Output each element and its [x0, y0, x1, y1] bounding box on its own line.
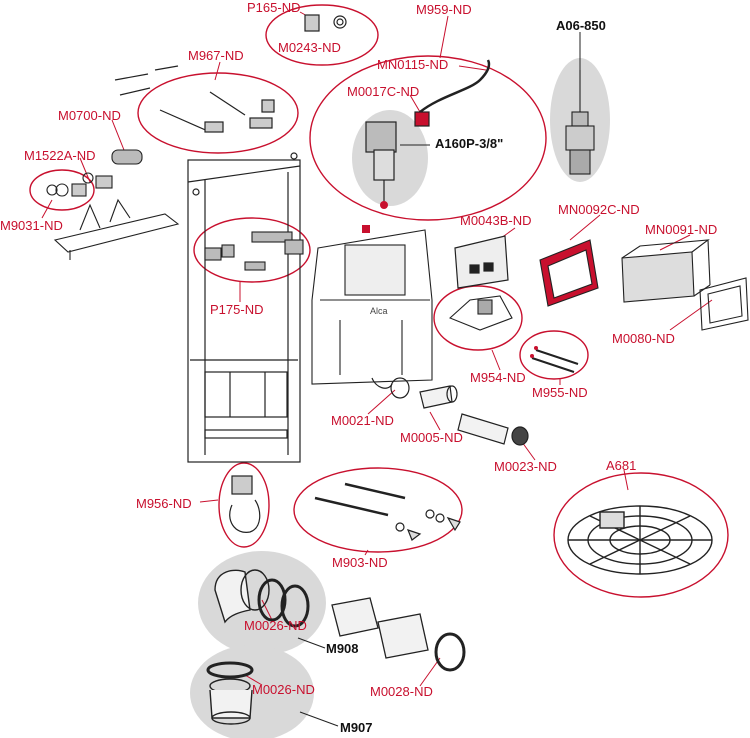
label-m0700: M0700-ND: [58, 108, 121, 123]
a681-parts: [567, 505, 713, 575]
black-leader-lines: [297, 32, 581, 727]
a06-parts: [565, 70, 595, 175]
m967-callout: [137, 72, 299, 154]
cistern: [311, 225, 433, 385]
m903-parts: [314, 482, 461, 541]
a681-callout: [553, 472, 729, 598]
label-m0017c: M0017C-ND: [347, 84, 420, 99]
m956-callout: [218, 462, 270, 548]
mn0091-parts: [621, 239, 711, 303]
label-m0028: M0028-ND: [370, 684, 433, 699]
label-p175: P175-ND: [210, 302, 264, 317]
p175-parts: [204, 231, 304, 271]
callout-ellipses: [29, 4, 729, 598]
m0028-parts: [331, 597, 466, 672]
mn0092c-parts: [539, 239, 599, 307]
m955-parts: [530, 346, 579, 373]
p165-callout: [265, 4, 379, 66]
m9031-callout: [29, 169, 95, 211]
label-m908: M908: [326, 641, 359, 656]
p175-callout: [193, 217, 311, 283]
m903-callout: [293, 467, 463, 553]
m907-parts: [206, 661, 254, 725]
m959-callout: [309, 55, 547, 221]
label-m0026-m908: M0026-ND: [244, 618, 307, 633]
label-m0026-m907: M0026-ND: [252, 682, 315, 697]
pipe-parts: [371, 377, 529, 446]
label-m0043b: M0043B-ND: [460, 213, 532, 228]
side-brackets: [46, 149, 180, 260]
m956-parts: [229, 475, 261, 533]
label-m0080: M0080-ND: [612, 331, 675, 346]
a160p-parts: [365, 59, 491, 209]
label-mn0092c: MN0092C-ND: [558, 202, 640, 217]
m954-parts: [448, 295, 513, 331]
label-a681: A681: [606, 458, 637, 473]
p165-parts: [304, 14, 347, 32]
label-m954: M954-ND: [470, 370, 526, 385]
label-m0005: M0005-ND: [400, 430, 463, 445]
m908-parts: [214, 569, 310, 628]
frame-outer: [187, 159, 301, 463]
label-a160p: A160P-3/8": [435, 136, 504, 151]
label-m903: M903-ND: [332, 555, 388, 570]
m955-callout: [519, 330, 589, 380]
label-m907: M907: [340, 720, 373, 735]
label-m9031: M9031-ND: [0, 218, 63, 233]
cistern-brand: Alca: [370, 306, 388, 316]
label-a06-850: A06-850: [556, 18, 606, 33]
label-m959: M959-ND: [416, 2, 472, 17]
m0043b-parts: [454, 235, 509, 289]
label-m956: M956-ND: [136, 496, 192, 511]
label-m967: M967-ND: [188, 48, 244, 63]
label-m1522a: M1522A-ND: [24, 148, 96, 163]
label-mn0115: MN0115-ND: [377, 57, 449, 72]
label-mn0091: MN0091-ND: [645, 222, 718, 237]
label-m0021: M0021-ND: [331, 413, 394, 428]
label-m955: M955-ND: [532, 385, 588, 400]
label-m0243: M0243-ND: [278, 40, 341, 55]
m954-callout: [433, 285, 523, 351]
label-m0023: M0023-ND: [494, 459, 557, 474]
label-p165: P165-ND: [247, 0, 301, 15]
m967-parts: [114, 65, 275, 133]
mounting-frame: [187, 152, 301, 463]
m0080-parts: [699, 277, 749, 331]
